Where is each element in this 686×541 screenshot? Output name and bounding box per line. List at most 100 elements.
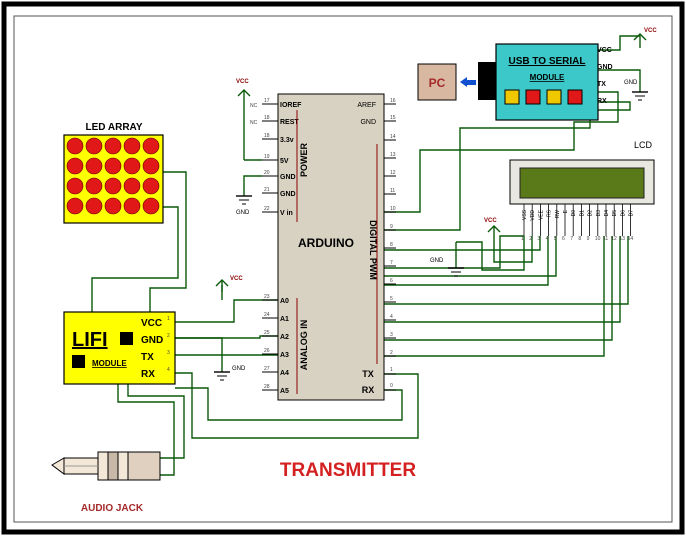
pin-number: 2 (167, 333, 170, 339)
digital-pin-number: 8 (390, 242, 393, 248)
lcd-pin-number: 12 (611, 236, 617, 242)
analog-pin-label: A3 (280, 352, 289, 359)
led-grid (66, 137, 160, 215)
arduino-rx-label: RX (362, 385, 375, 395)
usb-module-label: MODULE (530, 73, 565, 82)
analog-pin-label: A0 (280, 298, 289, 305)
lcd-pin-label: VDD (530, 210, 536, 221)
gnd-lcd: GND (430, 258, 464, 277)
usb-title: USB TO SERIAL (508, 56, 585, 67)
pc-arrow-icon (460, 77, 467, 87)
usb-led-red (567, 89, 583, 105)
vcc-arduino: VCC (236, 79, 251, 104)
led-dot (123, 197, 141, 215)
usb-pin-label: RX (597, 98, 607, 105)
gnd-label: GND (236, 210, 250, 216)
vcc-label: VCC (644, 28, 657, 34)
lifi-chip-top (120, 332, 133, 345)
pin-number: 17 (264, 98, 270, 104)
pin-nc: NC (250, 120, 258, 126)
vcc-label: VCC (484, 218, 497, 224)
inner-border (13, 15, 673, 523)
lcd-pin-number: 5 (554, 236, 557, 242)
lcd-pin-number: 13 (619, 236, 625, 242)
digital-pin-number: 4 (390, 314, 393, 320)
gnd-label: GND (624, 80, 638, 86)
lcd-pin-number: 4 (546, 236, 549, 242)
pin-number: 1 (167, 316, 170, 322)
analog-group-label: ANALOG IN (299, 320, 309, 371)
led-dot (66, 197, 84, 215)
pin-number: 24 (264, 312, 270, 318)
arduino-board: ARDUINO IOREF17NCREST18NC3.3v185V19GND20… (250, 93, 396, 401)
led-dot (85, 137, 103, 155)
pin-label: AREF (357, 102, 376, 109)
usb-pin-label: VCC (597, 47, 612, 54)
lcd-pin-label: D1 (579, 210, 585, 217)
arduino-name: ARDUINO (298, 236, 354, 250)
vcc-label: VCC (230, 276, 243, 282)
pin-number: 22 (264, 206, 270, 212)
digital-pin-number: 5 (390, 296, 393, 302)
analog-pin-label: A1 (280, 316, 289, 323)
digital-pin-number: 2 (390, 350, 393, 356)
pin-number: 23 (264, 294, 270, 300)
gnd-label: GND (430, 258, 444, 264)
audio-jack-label: AUDIO JACK (81, 503, 144, 514)
arduino-rx-num: 0 (390, 383, 393, 389)
lcd-label: LCD (634, 140, 653, 150)
pin-label: GND (360, 119, 376, 126)
lcd-pin-number: 8 (578, 236, 581, 242)
gnd-label: GND (232, 366, 246, 372)
lcd-pin-label: E (563, 209, 569, 213)
wires (91, 35, 641, 476)
led-dot (66, 137, 84, 155)
gnd-usb: GND (624, 80, 648, 101)
vcc-label: VCC (236, 79, 249, 85)
pin-label: GND (280, 174, 296, 181)
lifi-chip-bottom (72, 355, 85, 368)
pin-label: IOREF (280, 102, 302, 109)
lcd-pin-label: D6 (620, 210, 626, 217)
lifi-text: LIFI (72, 329, 108, 351)
led-dot (85, 197, 103, 215)
lifi-pin-label: RX (141, 369, 155, 380)
led-dot (142, 137, 160, 155)
arduino-tx-num: 1 (390, 367, 393, 373)
pin-label: REST (280, 119, 299, 126)
pin-label: 5V (280, 158, 289, 165)
analog-pin-label: A4 (280, 370, 289, 377)
diagram-title: TRANSMITTER (280, 460, 416, 481)
usb-pin-label: TX (597, 81, 606, 88)
led-dot (66, 157, 84, 175)
led-dot (142, 157, 160, 175)
lcd-pin-label: D2 (588, 210, 594, 217)
analog-pin-label: A2 (280, 334, 289, 341)
digital-pin-number: 7 (390, 260, 393, 266)
digital-pin-number: 6 (390, 278, 393, 284)
pin-number: 20 (264, 170, 270, 176)
led-dot (85, 177, 103, 195)
lcd-pin-label: D5 (612, 210, 618, 217)
pin-number: 21 (264, 187, 270, 193)
lcd-pin-number: 6 (562, 236, 565, 242)
pin-number: 4 (167, 367, 170, 373)
digital-pin-number: 13 (390, 152, 396, 158)
lcd-pin-label: D7 (629, 210, 635, 217)
led-dot (142, 177, 160, 195)
led-dot (123, 157, 141, 175)
led-dot (123, 137, 141, 155)
lcd-screen (519, 167, 645, 199)
lifi-pin-label: TX (141, 352, 154, 363)
lcd-pin-label: VEE (538, 209, 544, 220)
led-dot (142, 197, 160, 215)
lcd-pin-number: 3 (537, 236, 540, 242)
audio-jack: AUDIO JACK (51, 451, 161, 514)
led-array: LED ARRAY (63, 122, 164, 224)
